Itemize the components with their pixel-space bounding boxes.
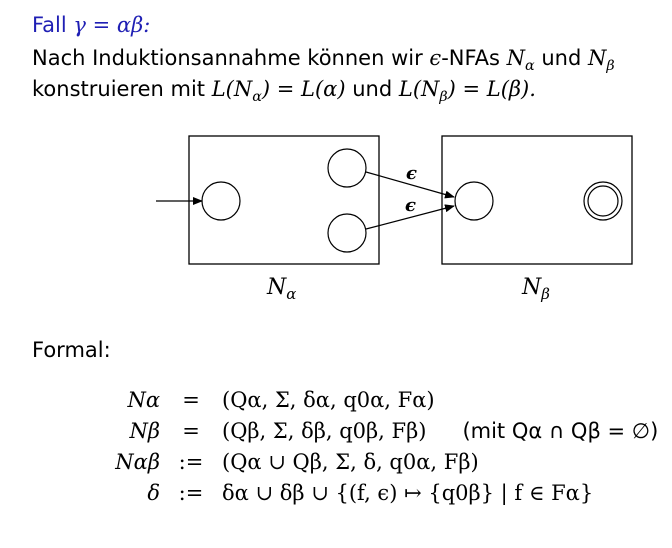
case-word: Fall xyxy=(32,13,67,37)
final-state-beta-outer xyxy=(583,181,623,221)
case-formula: γ = αβ: xyxy=(73,13,151,37)
und-text: und xyxy=(541,46,582,70)
n-alpha: Nα xyxy=(506,46,535,74)
epsilon-edge-top xyxy=(365,171,455,199)
construct-text: konstruieren mit xyxy=(32,77,206,101)
final-state-beta-inner xyxy=(587,185,619,217)
lang-beta-equation: L(Nβ) = L(β). xyxy=(398,77,536,105)
formal-lhs: Nαβ xyxy=(115,449,160,474)
case-heading: Fall γ = αβ: xyxy=(32,15,150,36)
box-n-alpha xyxy=(188,135,380,265)
nfa-text: -NFAs xyxy=(441,46,500,70)
n-beta: Nβ xyxy=(587,46,615,74)
formal-row: Nαβ := (Qα ∪ Qβ, Σ, δ, q0α, Fβ) xyxy=(82,446,658,477)
epsilon-label-bottom: ϵ xyxy=(405,195,416,216)
formal-lhs: Nβ xyxy=(129,418,160,443)
formal-operator: := xyxy=(178,449,204,474)
formal-rhs: (Qα ∪ Qβ, Σ, δ, q0α, Fβ) xyxy=(222,449,479,474)
label-n-alpha: Nα xyxy=(267,275,297,304)
formal-rhs-with-note: (Qβ, Σ, δβ, q0β, Fβ) (mit Qα ∩ Qβ = ∅) xyxy=(222,415,658,446)
formal-lhs: δ xyxy=(147,480,160,505)
formal-operator: = xyxy=(182,418,200,443)
box-n-beta xyxy=(441,135,633,265)
formal-operator: = xyxy=(182,387,200,412)
disjointness-note: (mit Qα ∩ Qβ = ∅) xyxy=(462,418,659,443)
formal-rhs: δα ∪ δβ ∪ {(f, ϵ) ↦ {q0β} | f ∈ Fα} xyxy=(222,480,594,505)
lang-alpha-equation: L(Nα) = L(α) xyxy=(211,77,346,105)
final-state-alpha-top xyxy=(327,148,367,188)
formal-title: Formal: xyxy=(32,338,111,362)
start-state-beta xyxy=(454,181,494,221)
epsilon-edge-bottom xyxy=(365,204,455,230)
intro-text: Nach Induktionsannahme können wir xyxy=(32,46,423,70)
formal-lhs: Nα xyxy=(127,387,160,412)
final-state-alpha-bottom xyxy=(327,213,367,253)
intro-line-1: Nach Induktionsannahme können wir ϵ-NFAs… xyxy=(32,46,615,74)
und-text-2: und xyxy=(352,77,393,101)
epsilon-symbol: ϵ xyxy=(429,46,442,70)
start-state-alpha xyxy=(201,181,241,221)
formal-operator: := xyxy=(178,480,204,505)
formal-row: Nβ = (Qβ, Σ, δβ, q0β, Fβ) (mit Qα ∩ Qβ = … xyxy=(82,415,658,446)
formal-row: Nα = (Qα, Σ, δα, q0α, Fα) xyxy=(82,384,658,415)
label-n-beta: Nβ xyxy=(522,275,550,304)
intro-line-2: konstruieren mit L(Nα) = L(α) und L(Nβ) … xyxy=(32,77,536,105)
formal-row: δ := δα ∪ δβ ∪ {(f, ϵ) ↦ {q0β} | f ∈ Fα} xyxy=(82,477,658,508)
epsilon-label-top: ϵ xyxy=(406,163,417,184)
formal-rhs: (Qβ, Σ, δβ, q0β, Fβ) xyxy=(222,418,427,443)
formal-definitions: Nα = (Qα, Σ, δα, q0α, Fα) Nβ = (Qβ, Σ, δ… xyxy=(82,384,658,508)
formal-rhs: (Qα, Σ, δα, q0α, Fα) xyxy=(222,387,435,412)
